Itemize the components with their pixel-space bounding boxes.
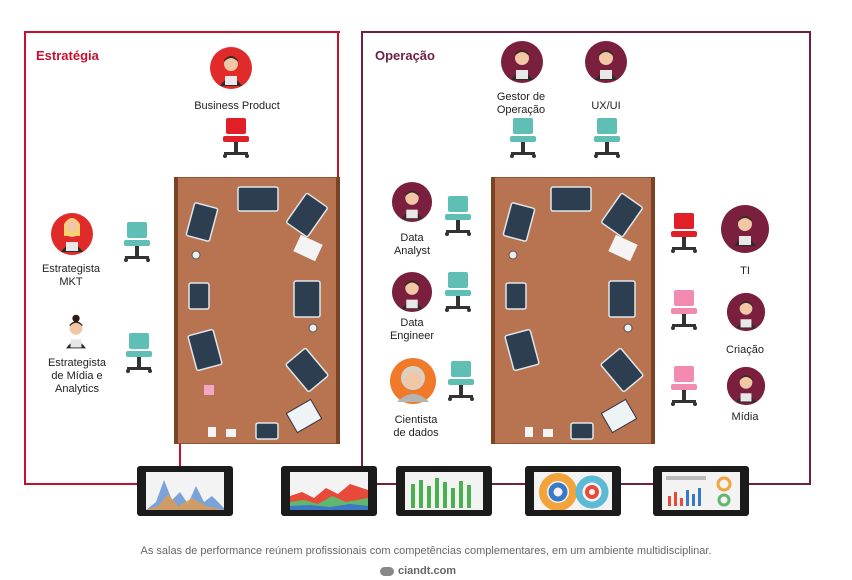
ciandt-logo[interactable]: ciandt.com [380, 565, 456, 577]
dashboard-monitor-2 [281, 466, 377, 516]
avatar-data-analyst [391, 181, 433, 223]
logo-text: ciandt.com [398, 565, 457, 577]
table-items-operacao [502, 186, 644, 440]
role-label-midia: Mídia [731, 411, 759, 423]
chair-ti [671, 213, 697, 253]
role-label-criacao: Criação [726, 344, 764, 356]
chair-data-engineer [445, 272, 471, 312]
room-estrategia-right-border [337, 31, 339, 221]
room-estrategia-connector [179, 440, 181, 468]
chair-business-product [223, 118, 249, 158]
role-label-ti: TI [740, 265, 750, 277]
avatar-estrategista-midia [66, 314, 86, 349]
avatar-business-product [210, 47, 252, 89]
avatar-gestor-operacao [501, 41, 543, 83]
chair-estrategista-mkt [124, 222, 150, 262]
avatar-cientista-dados [390, 358, 436, 404]
room-estrategia-bottom-border [24, 483, 144, 485]
dashboard-monitor-3 [396, 466, 492, 516]
role-label-ux-ui: UX/UI [591, 100, 621, 112]
room-title-operacao: Operação [375, 48, 435, 63]
chair-gestor-operacao [510, 118, 536, 158]
room-operacao [361, 31, 811, 485]
avatar-estrategista-mkt [51, 213, 93, 255]
chair-cientista-dados [448, 361, 474, 401]
avatar-data-engineer [391, 271, 433, 313]
room-title-estrategia: Estratégia [36, 48, 99, 63]
avatar-midia [726, 366, 766, 406]
caption: As salas de performance reúnem profissio… [140, 545, 712, 557]
chair-midia [671, 366, 697, 406]
dashboard-monitor-1 [137, 466, 233, 516]
room-estrategia [24, 31, 340, 485]
avatar-ti [721, 205, 769, 253]
avatar-criacao [726, 292, 766, 332]
dashboard-monitor-5 [653, 466, 749, 516]
table-items-estrategia [185, 186, 329, 440]
logo-icon [380, 566, 394, 576]
chair-criacao [671, 290, 697, 330]
chair-ux-ui [594, 118, 620, 158]
dashboard-monitor-4 [525, 466, 621, 516]
avatar-ux-ui [585, 41, 627, 83]
role-label-business-product: Business Product [194, 100, 280, 112]
